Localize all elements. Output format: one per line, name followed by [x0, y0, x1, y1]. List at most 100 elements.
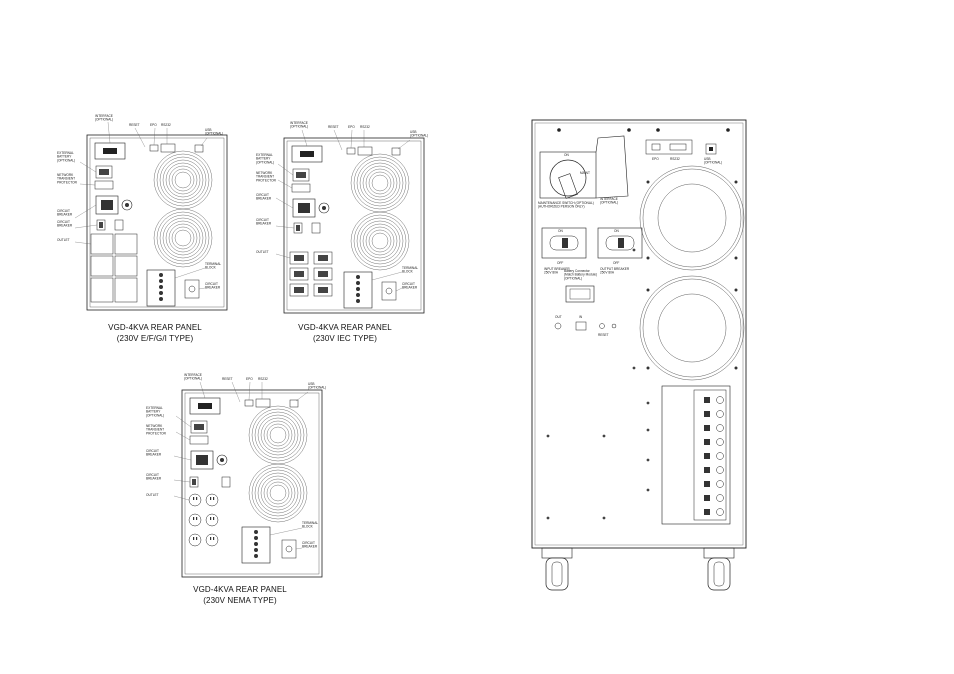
label-epo: EPO: [246, 377, 253, 381]
cooling-fan: [639, 275, 745, 381]
caster-wheel: [703, 547, 735, 591]
label-rs232: RS232: [161, 123, 171, 127]
cooling-fan: [248, 405, 308, 465]
label-epo: EPO: [348, 125, 355, 129]
label-output-off: OFF: [613, 261, 619, 265]
label-interface: INTERFACE(OPTIONAL): [184, 373, 202, 381]
cooling-fan: [639, 165, 745, 271]
cooling-fan: [153, 208, 213, 268]
usb-port: [391, 147, 401, 156]
caption-title: VGD-4KVA REAR PANEL: [298, 323, 392, 332]
rear-panel-diagram-efgi: INTERFACE(OPTIONAL) RESET EPO RS232 USB(…: [57, 114, 228, 311]
network-in-port: [575, 321, 587, 331]
usb-port: [705, 143, 717, 155]
rs232-port: [669, 143, 687, 151]
rs232-port: [160, 143, 176, 153]
reset-button: [599, 323, 605, 329]
label-interface: INTERFACE(OPTIONAL): [290, 121, 308, 129]
outlet-block: [90, 233, 138, 303]
usb-port: [194, 144, 204, 153]
label-battery-connector: Battery Connector(Match Battery Module)(…: [564, 269, 597, 280]
cooling-fan: [350, 211, 410, 271]
caption-type: (230V IEC TYPE): [312, 334, 378, 343]
cooling-fan: [350, 153, 410, 213]
rear-panel-diagram-iec: INTERFACE(OPTIONAL) RESET EPO RS232 USB(…: [256, 121, 428, 314]
outlet-block: [289, 251, 333, 297]
label-output-on: ON: [614, 229, 619, 233]
label-input-on: ON: [558, 229, 563, 233]
label-interface: INTERFACE(OPTIONAL): [600, 197, 618, 205]
label-rs232: RS232: [360, 125, 370, 129]
maintenance-switch-dial: [549, 159, 587, 197]
label-reset: RESET: [222, 377, 233, 381]
terminal-block: [661, 385, 731, 525]
epo-port: [651, 143, 661, 151]
label-input-off: OFF: [557, 261, 563, 265]
circuit-breaker-knob: [318, 202, 330, 214]
label-rs232: RS232: [670, 157, 680, 161]
caption-type: (230V E/F/G/I TYPE): [116, 334, 194, 343]
label-rs232: RS232: [258, 377, 268, 381]
label-reset: RESET: [598, 333, 609, 337]
circuit-breaker-knob: [216, 454, 228, 466]
label-epo: EPO: [150, 123, 157, 127]
usb-port: [289, 399, 299, 408]
output-breaker: [597, 227, 643, 259]
label-outlet: OUTLET: [146, 493, 159, 497]
panel-caption: VGD-4KVA REAR PANEL (230V IEC TYPE): [285, 322, 405, 344]
caption-type: (230V NEMA TYPE): [203, 596, 277, 605]
caption-title: VGD-4KVA REAR PANEL: [193, 585, 287, 594]
label-usb: USB(OPTIONAL): [410, 130, 428, 138]
rs232-port: [357, 146, 373, 156]
outlet-block: [188, 493, 219, 547]
cooling-fan: [248, 463, 308, 523]
terminal-block: [343, 271, 373, 309]
label-maint: MAINT: [580, 171, 590, 175]
label-usb: USB(OPTIONAL): [205, 128, 223, 136]
label-in: IN: [579, 315, 583, 319]
label-interface: INTERFACE(OPTIONAL): [95, 114, 113, 122]
cabinet-body: [531, 119, 747, 549]
label-out: OUT: [555, 315, 562, 319]
rs232-port: [255, 398, 271, 408]
panel-caption: VGD-4KVA REAR PANEL (230V NEMA TYPE): [180, 584, 300, 606]
input-breaker: [541, 227, 587, 259]
battery-connector: [565, 285, 595, 303]
caption-title: VGD-4KVA REAR PANEL: [108, 323, 202, 332]
rear-panel-diagram-large: ON MAINT MAINTENANCE SWITCH (OPTIONAL)(A…: [531, 119, 747, 591]
label-maintenance-switch: MAINTENANCE SWITCH (OPTIONAL)(AUTHORIZED…: [538, 201, 594, 209]
label-usb: USB(OPTIONAL): [308, 382, 326, 390]
terminal-block: [146, 269, 176, 307]
circuit-breaker-knob: [121, 199, 133, 211]
network-out-port: [554, 322, 562, 330]
label-outlet: OUTLET: [256, 250, 269, 254]
label-reset: RESET: [129, 123, 140, 127]
caster-wheel: [541, 547, 573, 591]
cooling-fan: [153, 150, 213, 210]
label-epo: EPO: [652, 157, 659, 161]
ups-housing: [181, 389, 323, 578]
label-on: ON: [564, 153, 569, 157]
interface-slot: [645, 139, 693, 155]
terminal-block: [241, 526, 271, 564]
label-usb: USB(OPTIONAL): [704, 157, 722, 165]
label-reset: RESET: [328, 125, 339, 129]
